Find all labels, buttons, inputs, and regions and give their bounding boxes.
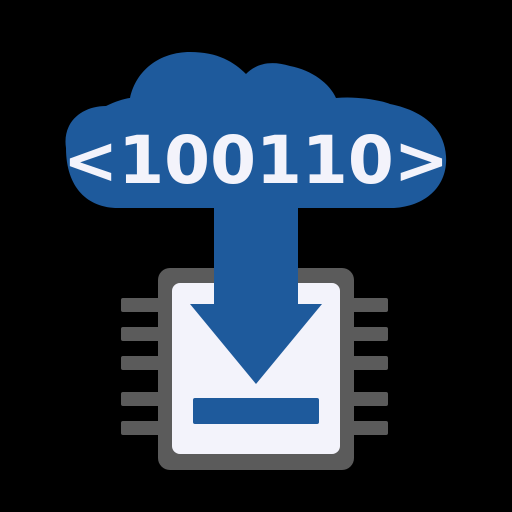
- progress-bar: [193, 398, 319, 424]
- cloud-icon: [65, 52, 447, 208]
- download-arrow-icon: [190, 200, 322, 384]
- code-label: <100110>: [63, 122, 449, 199]
